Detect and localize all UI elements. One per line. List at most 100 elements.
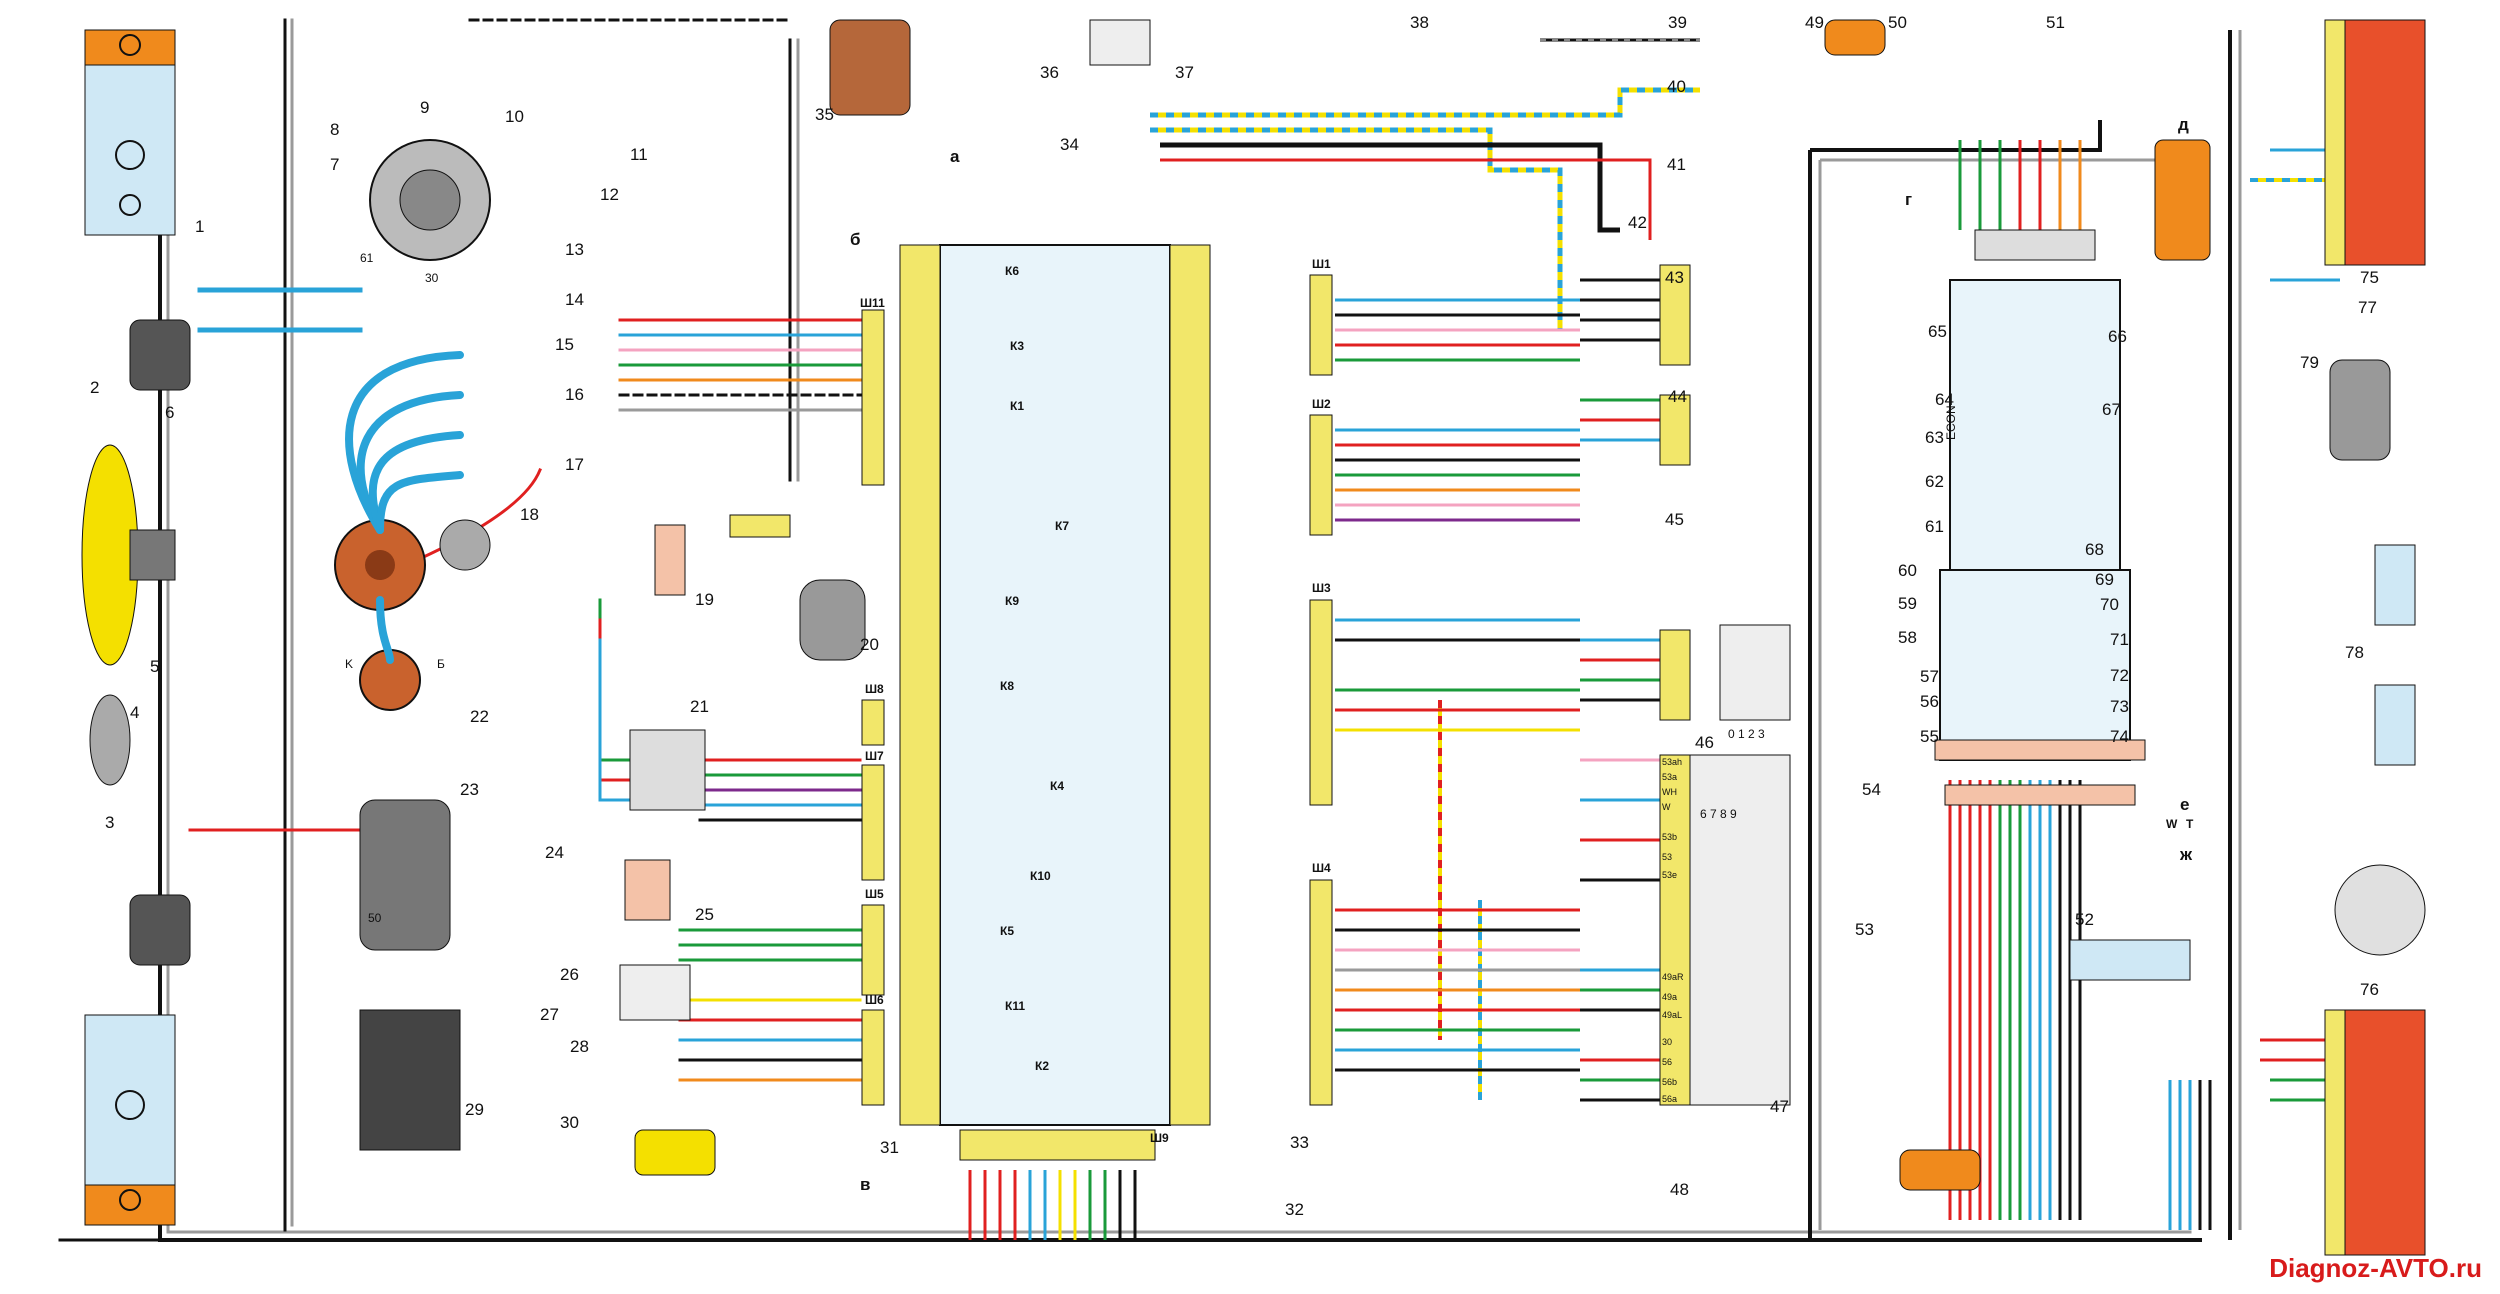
switch-block-47	[1689, 754, 1791, 1106]
connector-label-2: Ш2	[1312, 397, 1331, 411]
connector-label-8: Ш8	[865, 682, 884, 696]
label-block-v: в	[860, 1175, 870, 1194]
connector-sh1	[1309, 274, 1333, 376]
component-number-1: 1	[195, 217, 204, 236]
connector-19	[654, 524, 686, 596]
switch-pin-53ah: 53ah	[1662, 757, 1682, 767]
component-number-26: 26	[560, 965, 579, 984]
relay-label-4: К4	[1050, 779, 1064, 793]
component-number-75: 75	[2360, 268, 2379, 287]
component-number-23: 23	[460, 780, 479, 799]
relay-label-2: К2	[1035, 1059, 1049, 1073]
fuse-block-right-pins	[1169, 244, 1211, 1126]
distributor	[334, 519, 491, 611]
fuse-relay-block	[939, 244, 1171, 1126]
connector-label-9: Ш9	[1150, 1131, 1169, 1145]
component-number-6: 6	[165, 403, 174, 422]
connector-sh5	[861, 904, 885, 996]
component-number-55: 55	[1920, 727, 1939, 746]
connector-label-10: Ш11	[860, 296, 885, 310]
component-number-2: 2	[90, 378, 99, 397]
rear-lamp-bottom	[2324, 1009, 2426, 1256]
switch-block-43	[1659, 264, 1691, 366]
label-block-a: а	[950, 147, 960, 166]
component-number-10: 10	[505, 107, 524, 126]
relay-label-10: К10	[1030, 869, 1051, 883]
component-number-3: 3	[105, 813, 114, 832]
component-number-47: 47	[1770, 1097, 1789, 1116]
label-econ: ECON	[1944, 405, 1958, 440]
switch-pin-49aL: 49aL	[1662, 1010, 1682, 1020]
component-number-76: 76	[2360, 980, 2379, 999]
component-number-45: 45	[1665, 510, 1684, 529]
switch-pin-49aR: 49aR	[1662, 972, 1684, 982]
connector-sh2	[1309, 414, 1333, 536]
wiper-motor	[799, 579, 866, 661]
component-number-36: 36	[1040, 63, 1059, 82]
connector-label-7: Ш7	[865, 749, 884, 763]
switch-pin-53b: 53b	[1662, 832, 1677, 842]
relay-label-7: К7	[1055, 519, 1069, 533]
component-number-13: 13	[565, 240, 584, 259]
rear-lamp-top	[2324, 19, 2426, 266]
component-number-44: 44	[1668, 387, 1687, 406]
component-number-54: 54	[1862, 780, 1881, 799]
headlight-left-bottom	[84, 1014, 176, 1226]
component-number-4: 4	[130, 703, 139, 722]
component-number-62: 62	[1925, 472, 1944, 491]
ignition-switch-46	[1719, 624, 1791, 721]
washer-motor-2a	[129, 319, 191, 391]
rear-wiper-motor	[2329, 359, 2391, 461]
component-number-65: 65	[1928, 322, 1947, 341]
connector-label-6: Ш6	[865, 993, 884, 1007]
component-number-24: 24	[545, 843, 564, 862]
label-block-d: д	[2178, 115, 2189, 134]
component-number-34: 34	[1060, 135, 1079, 154]
switch-pin-WH: WH	[1662, 787, 1677, 797]
stalk-switch-pins	[1659, 754, 1691, 1106]
component-number-77: 77	[2358, 298, 2377, 317]
label-k: K	[345, 657, 353, 671]
label-w: W	[2166, 817, 2178, 831]
connector-label-1: Ш1	[1312, 257, 1331, 271]
component-number-69: 69	[2095, 570, 2114, 589]
switch-pin-53e: 53e	[1662, 870, 1677, 880]
component-number-16: 16	[565, 385, 584, 404]
label-b: Б	[437, 657, 445, 671]
switch-pin-30: 30	[1662, 1037, 1672, 1047]
component-number-51: 51	[2046, 13, 2065, 32]
label-p50: 50	[368, 911, 382, 925]
component-number-42: 42	[1628, 213, 1647, 232]
component-number-35: 35	[815, 105, 834, 124]
switch-pin-W: W	[1662, 802, 1671, 812]
component-number-68: 68	[2085, 540, 2104, 559]
label-terminal61: 61	[360, 251, 374, 265]
component-number-79: 79	[2300, 353, 2319, 372]
component-number-50: 50	[1888, 13, 1907, 32]
relay-label-3: К3	[1010, 339, 1024, 353]
component-number-70: 70	[2100, 595, 2119, 614]
plate-lamp-bottom	[2374, 684, 2416, 766]
component-number-40: 40	[1667, 77, 1686, 96]
component-number-31: 31	[880, 1138, 899, 1157]
relay-label-8: К8	[1000, 679, 1014, 693]
component-number-57: 57	[1920, 667, 1939, 686]
label-fuse-cols: 6 7 8 9	[1700, 807, 1737, 821]
component-number-21: 21	[690, 697, 709, 716]
component-number-74: 74	[2110, 727, 2129, 746]
component-number-41: 41	[1667, 155, 1686, 174]
component-number-52: 52	[2075, 910, 2094, 929]
block-labels: а б в г д е ж ECON 30 61 K Б 50 0 1 2 3 …	[345, 115, 2194, 1194]
component-number-7: 7	[330, 155, 339, 174]
component-number-27: 27	[540, 1005, 559, 1024]
component-number-61: 61	[1925, 517, 1944, 536]
generator	[369, 139, 491, 261]
connector-sh6	[861, 1009, 885, 1106]
component-number-25: 25	[695, 905, 714, 924]
relay-label-1: К1	[1010, 399, 1024, 413]
component-number-71: 71	[2110, 630, 2129, 649]
